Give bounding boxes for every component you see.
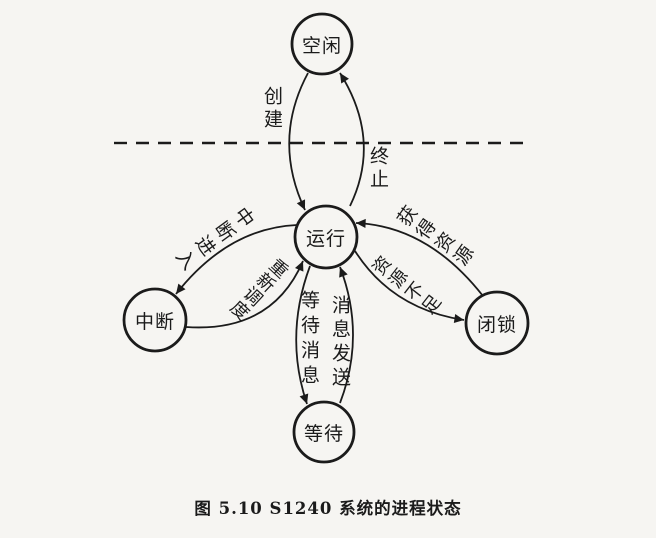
state-circle-idle — [290, 12, 354, 76]
state-circle-locked — [464, 290, 530, 356]
figure-caption: 图 5.10 S1240 系统的进程状态 — [194, 499, 462, 518]
state-circle-waiting — [292, 400, 356, 464]
edge-terminate-curve — [339, 72, 365, 207]
state-label-interrupted: 中断 — [134, 310, 175, 333]
edge-label-create: 创建 — [261, 86, 283, 132]
edge-resource-shortage-curve — [354, 250, 465, 324]
edge-label-wait-message: 等待消息 — [298, 290, 320, 390]
edge-acquire-resource-curve — [355, 218, 484, 297]
edge-label-terminate: 终止 — [367, 146, 389, 192]
state-circle-running — [293, 204, 359, 270]
edge-interrupt-entry-curve — [175, 224, 298, 295]
edge-label-message-sent: 消息发送 — [329, 295, 351, 391]
state-label-locked: 闭锁 — [476, 313, 517, 336]
edge-wait-message-curve — [295, 265, 311, 405]
edge-message-sent-curve — [339, 266, 354, 404]
state-label-waiting: 等待 — [303, 422, 344, 445]
edge-create-curve — [288, 72, 309, 211]
state-label-running: 运行 — [305, 227, 346, 250]
state-circle-interrupted — [122, 287, 188, 353]
edge-reschedule-curve — [185, 260, 304, 329]
state-label-idle: 空闲 — [301, 34, 342, 57]
